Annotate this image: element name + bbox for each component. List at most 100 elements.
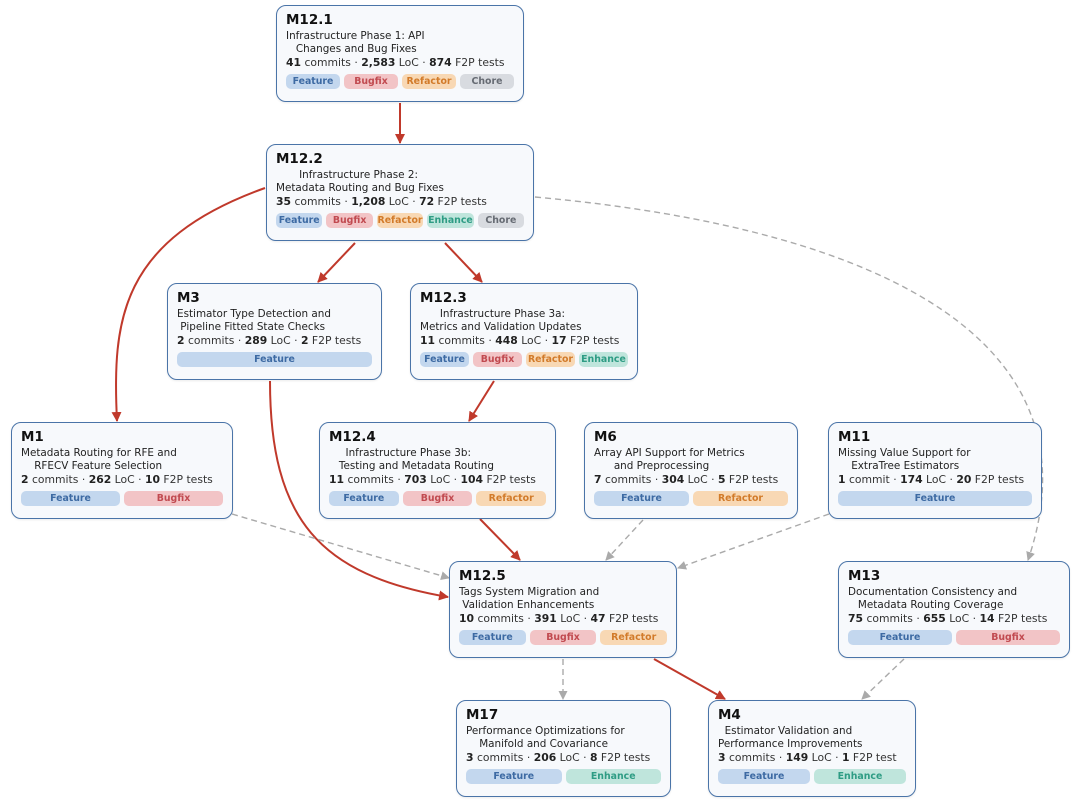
test-label: F2P tests xyxy=(600,751,651,764)
milestone-title: Infrastructure Phase 3b: Testing and Met… xyxy=(338,447,494,472)
test-count: 17 xyxy=(551,334,567,347)
loc-label: LoC xyxy=(430,473,451,486)
tag-feature: Feature xyxy=(329,491,399,506)
test-label: F2P tests xyxy=(997,612,1048,625)
milestone-id: M12.5 xyxy=(459,568,506,584)
loc-count: 448 xyxy=(495,334,518,347)
test-count: 8 xyxy=(589,751,598,764)
commit-label: commits xyxy=(477,612,524,625)
tag-bugfix: Bugfix xyxy=(124,491,223,506)
commit-count: 7 xyxy=(594,473,602,486)
loc-count: 703 xyxy=(404,473,427,486)
tag-bugfix: Bugfix xyxy=(402,491,473,506)
tag-refactor: Refactor xyxy=(402,74,456,89)
milestone-title: Documentation Consistency and Metadata R… xyxy=(848,586,1018,611)
milestone-node-m12-4[interactable]: M12.4 Infrastructure Phase 3b: Testing a… xyxy=(319,422,556,519)
milestone-id: M12.2 xyxy=(276,151,323,167)
tag-refactor: Refactor xyxy=(600,630,668,645)
tag-row: Feature Enhance xyxy=(718,769,906,784)
milestone-stats: 11 commits · 703 LoC · 104 F2P tests xyxy=(329,473,536,486)
milestone-title: Missing Value Support for ExtraTree Esti… xyxy=(838,447,971,472)
test-label: F2P tests xyxy=(608,612,659,625)
tag-bugfix: Bugfix xyxy=(344,74,398,89)
test-count: 104 xyxy=(460,473,484,486)
commit-count: 10 xyxy=(459,612,475,625)
commit-count: 3 xyxy=(718,751,726,764)
loc-count: 304 xyxy=(661,473,685,486)
milestone-title: Estimator Validation and Performance Imp… xyxy=(718,725,863,750)
tag-refactor: Refactor xyxy=(476,491,547,506)
loc-count: 174 xyxy=(900,473,923,486)
edge-m12-3-to-m12-4 xyxy=(468,380,495,422)
milestone-stats: 3 commits · 149 LoC · 1 F2P test xyxy=(718,751,897,764)
milestone-node-m12-2[interactable]: M12.2 Infrastructure Phase 2: Metadata R… xyxy=(266,144,534,241)
milestone-stats: 3 commits · 206 LoC · 8 F2P tests xyxy=(466,751,651,764)
test-label: F2P tests xyxy=(163,473,213,486)
edge-m6-to-m12-5 xyxy=(605,519,644,561)
milestone-id: M4 xyxy=(718,707,741,723)
commit-label: commits xyxy=(604,473,652,486)
commit-count: 41 xyxy=(286,56,302,69)
milestone-id: M12.4 xyxy=(329,429,376,445)
test-count: 47 xyxy=(590,612,606,625)
tag-enhance: Enhance xyxy=(579,352,628,367)
commit-count: 3 xyxy=(466,751,474,764)
loc-count: 206 xyxy=(533,751,557,764)
tag-feature: Feature xyxy=(177,352,372,367)
edge-m12-2-to-m3 xyxy=(317,242,356,283)
loc-label: LoC xyxy=(811,751,832,764)
milestone-stats: 11 commits · 448 LoC · 17 F2P tests xyxy=(420,334,620,347)
commit-label: commits xyxy=(187,334,235,347)
commit-count: 75 xyxy=(848,612,864,625)
commit-label: commits xyxy=(347,473,394,486)
loc-count: 262 xyxy=(88,473,112,486)
test-count: 874 xyxy=(429,56,452,69)
loc-label: LoC xyxy=(949,612,970,625)
tag-chore: Chore xyxy=(477,213,525,228)
milestone-title: Infrastructure Phase 3a: Metrics and Val… xyxy=(420,308,582,333)
commit-count: 11 xyxy=(329,473,345,486)
tag-feature: Feature xyxy=(420,352,469,367)
loc-label: LoC xyxy=(398,56,419,69)
test-label: F2P test xyxy=(852,751,897,764)
milestone-node-m12-3[interactable]: M12.3 Infrastructure Phase 3a: Metrics a… xyxy=(410,283,638,380)
milestone-id: M6 xyxy=(594,429,617,445)
loc-count: 149 xyxy=(785,751,809,764)
commit-label: commit xyxy=(848,473,890,486)
tag-enhance: Enhance xyxy=(427,213,474,228)
test-label: F2P tests xyxy=(311,334,362,347)
edge-m11-to-m12-5 xyxy=(677,513,830,570)
tag-enhance: Enhance xyxy=(565,769,661,784)
loc-count: 655 xyxy=(923,612,946,625)
milestone-id: M1 xyxy=(21,429,44,445)
commit-label: commits xyxy=(728,751,776,764)
milestone-stats: 75 commits · 655 LoC · 14 F2P tests xyxy=(848,612,1048,625)
tag-enhance: Enhance xyxy=(814,769,906,784)
loc-label: LoC xyxy=(926,473,947,486)
milestone-node-m4[interactable]: M4 Estimator Validation and Performance … xyxy=(708,700,916,797)
milestone-id: M13 xyxy=(848,568,881,584)
tag-bugfix: Bugfix xyxy=(326,213,373,228)
milestone-title: Array API Support for Metrics and Prepro… xyxy=(594,447,745,472)
milestone-stats: 2 commits · 289 LoC · 2 F2P tests xyxy=(177,334,362,347)
tag-feature: Feature xyxy=(718,769,810,784)
tag-feature: Feature xyxy=(838,491,1032,506)
test-count: 14 xyxy=(979,612,995,625)
commit-count: 2 xyxy=(177,334,185,347)
